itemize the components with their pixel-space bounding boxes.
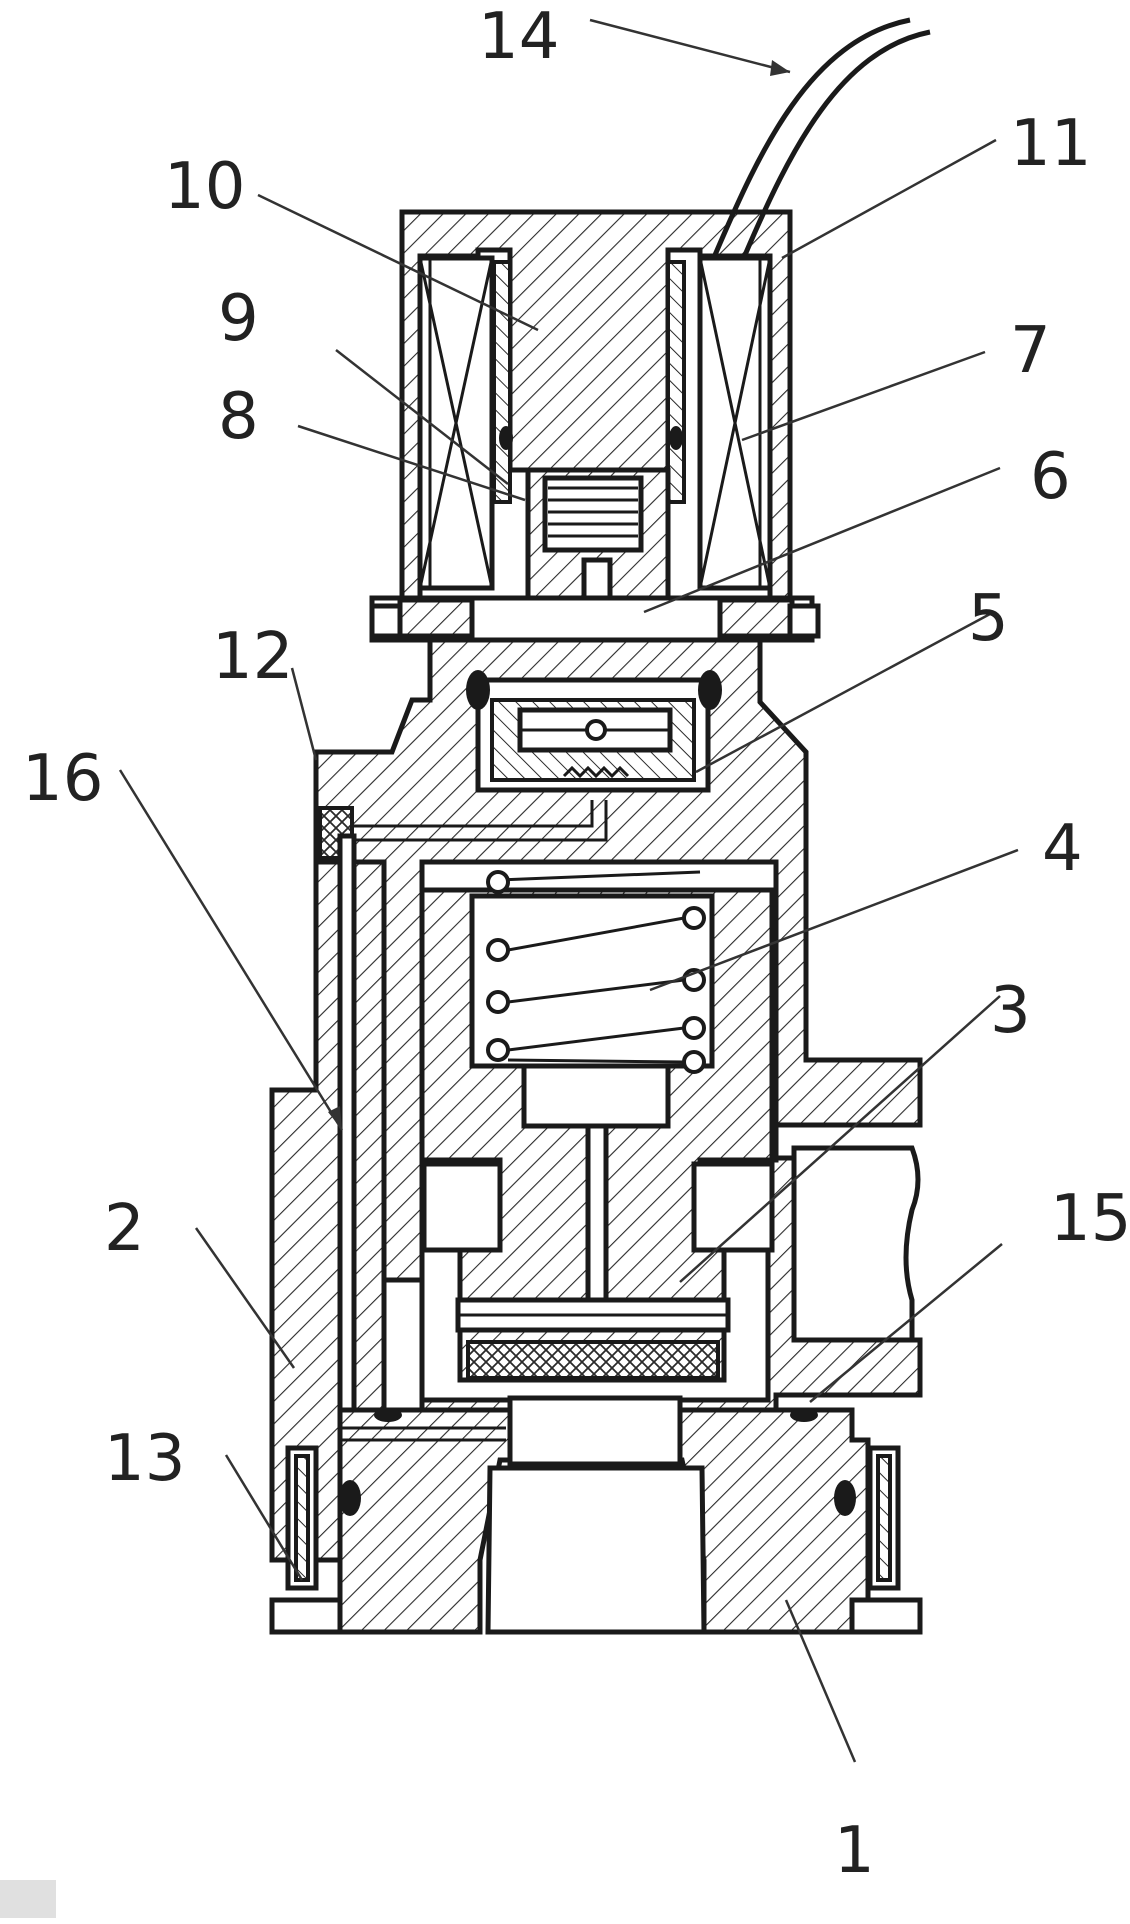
label-8: 8 xyxy=(218,380,259,454)
oring-base-left xyxy=(339,1480,361,1516)
corner-mark xyxy=(0,1880,56,1918)
leader-lines xyxy=(118,18,1019,1763)
part-labels: 14 11 10 9 7 8 6 5 12 16 4 3 15 2 13 1 xyxy=(22,0,1130,1888)
base-part xyxy=(269,1395,923,1635)
label-3: 3 xyxy=(990,974,1031,1048)
sleeve-wall-right xyxy=(666,260,686,504)
mounting-flange xyxy=(369,595,821,643)
label-9: 9 xyxy=(218,282,259,356)
main-spring xyxy=(486,870,706,1074)
label-12: 12 xyxy=(212,620,293,694)
label-4: 4 xyxy=(1042,812,1083,886)
label-7: 7 xyxy=(1010,314,1051,388)
oring-sleeve-right xyxy=(669,426,683,450)
outlet-port xyxy=(791,1145,921,1343)
oring-seal-left xyxy=(374,1408,402,1422)
upper-body xyxy=(313,637,923,1283)
label-10: 10 xyxy=(164,150,245,224)
label-14: 14 xyxy=(478,0,559,74)
coil-right xyxy=(697,255,773,591)
label-15: 15 xyxy=(1050,1182,1130,1256)
coil-left xyxy=(417,255,495,591)
label-11: 11 xyxy=(1010,107,1091,181)
label-2: 2 xyxy=(104,1192,145,1266)
label-6: 6 xyxy=(1030,440,1071,514)
oring-seal-right xyxy=(790,1408,818,1422)
armature-spring xyxy=(542,475,644,553)
label-13: 13 xyxy=(104,1422,185,1496)
vertical-pilot-channel xyxy=(337,833,357,1431)
label-16: 16 xyxy=(22,742,103,816)
label-1: 1 xyxy=(834,1814,875,1888)
oring-base-right xyxy=(834,1480,856,1516)
piston xyxy=(419,887,775,1383)
cable xyxy=(712,17,931,256)
oring-sleeve-left xyxy=(499,426,513,450)
lower-passage xyxy=(340,1426,506,1442)
oring-left-upper xyxy=(466,670,490,710)
oring-right-upper xyxy=(698,670,722,710)
label-5: 5 xyxy=(968,582,1009,656)
sleeve-wall-left xyxy=(492,260,512,504)
